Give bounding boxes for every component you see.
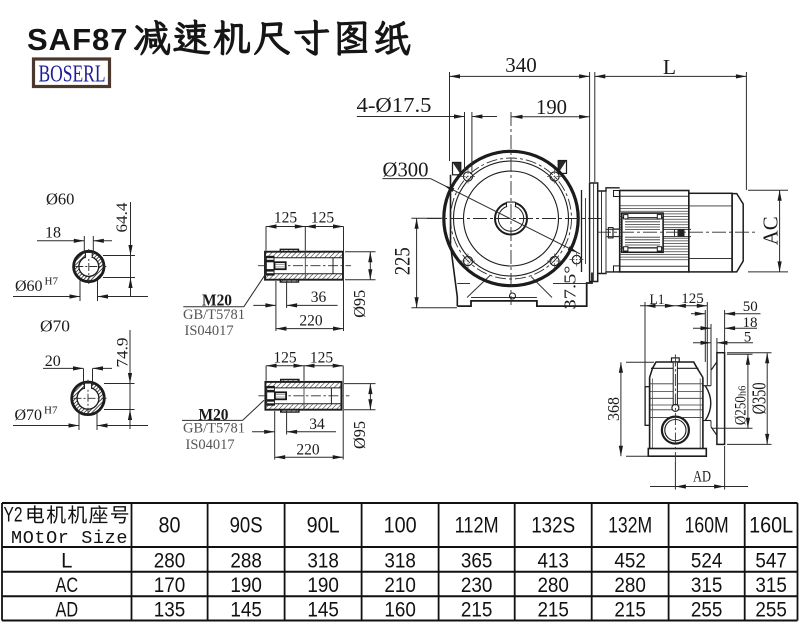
svg-text:135: 135 [154, 598, 186, 621]
svg-text:125: 125 [273, 349, 297, 366]
svg-text:Ø60: Ø60 [15, 278, 43, 295]
svg-text:SAF87: SAF87 [27, 22, 128, 57]
svg-text:170: 170 [154, 574, 186, 597]
svg-text:318: 318 [384, 550, 416, 573]
svg-text:h6: h6 [738, 386, 749, 397]
svg-text:H7: H7 [44, 405, 58, 417]
svg-text:280: 280 [614, 574, 646, 597]
svg-text:160L: 160L [749, 513, 793, 538]
svg-text:315: 315 [755, 574, 787, 597]
svg-text:315: 315 [691, 574, 723, 597]
svg-text:5: 5 [744, 329, 752, 345]
svg-text:L: L [663, 55, 676, 79]
svg-text:255: 255 [691, 598, 723, 621]
svg-text:100: 100 [384, 513, 417, 538]
svg-text:230: 230 [461, 574, 493, 597]
svg-text:288: 288 [230, 550, 262, 573]
svg-text:74.9: 74.9 [114, 338, 131, 368]
svg-text:Ø60: Ø60 [46, 190, 74, 209]
svg-text:132S: 132S [531, 513, 575, 538]
svg-text:50: 50 [743, 299, 758, 315]
svg-text:452: 452 [614, 550, 646, 573]
svg-text:145: 145 [230, 598, 262, 621]
svg-text:215: 215 [537, 598, 569, 621]
svg-text:190: 190 [230, 574, 262, 597]
svg-text:AC: AC [56, 574, 79, 597]
svg-text:AD: AD [56, 598, 79, 621]
svg-text:MOtOr Size: MOtOr Size [11, 528, 128, 549]
svg-text:225: 225 [389, 247, 414, 275]
svg-text:Y2: Y2 [4, 504, 23, 527]
svg-text:BOSERL: BOSERL [39, 62, 106, 88]
svg-text:90L: 90L [307, 513, 340, 538]
svg-text:215: 215 [461, 598, 493, 621]
svg-text:34: 34 [309, 416, 325, 433]
svg-text:Ø250: Ø250 [733, 396, 750, 425]
svg-text:37.5°: 37.5° [561, 266, 580, 310]
svg-text:125: 125 [274, 210, 298, 227]
svg-text:547: 547 [755, 550, 787, 573]
svg-text:145: 145 [307, 598, 339, 621]
svg-text:Ø95: Ø95 [350, 421, 369, 449]
svg-text:90S: 90S [230, 513, 263, 538]
svg-text:125: 125 [681, 291, 704, 307]
svg-text:80: 80 [159, 513, 181, 538]
svg-text:IS04017: IS04017 [185, 323, 234, 339]
svg-text:365: 365 [461, 550, 493, 573]
svg-text:340: 340 [505, 53, 537, 77]
svg-text:IS04017: IS04017 [186, 437, 235, 453]
svg-text:L: L [61, 550, 72, 573]
svg-text:280: 280 [154, 550, 186, 573]
svg-text:160M: 160M [685, 513, 729, 538]
svg-text:18: 18 [743, 315, 758, 331]
svg-text:GB/T5781: GB/T5781 [183, 307, 245, 323]
svg-text:280: 280 [537, 574, 569, 597]
svg-text:AD: AD [693, 469, 711, 486]
svg-text:AC: AC [758, 216, 782, 245]
svg-text:524: 524 [691, 550, 723, 573]
svg-text:220: 220 [299, 313, 323, 330]
svg-text:190: 190 [307, 574, 339, 597]
svg-text:190: 190 [536, 95, 567, 119]
svg-text:Ø350: Ø350 [750, 382, 771, 414]
svg-text:Ø95: Ø95 [350, 290, 369, 318]
svg-text:Ø300: Ø300 [383, 158, 429, 182]
svg-text:318: 318 [307, 550, 339, 573]
svg-text:H7: H7 [45, 276, 59, 288]
svg-text:210: 210 [384, 574, 416, 597]
svg-text:368: 368 [604, 397, 623, 421]
svg-text:M20: M20 [199, 405, 229, 424]
svg-text:20: 20 [45, 353, 61, 370]
svg-text:18: 18 [45, 225, 61, 242]
svg-text:413: 413 [537, 550, 569, 573]
svg-text:Ø70: Ø70 [15, 407, 43, 424]
svg-text:160: 160 [384, 598, 416, 621]
svg-text:215: 215 [614, 598, 646, 621]
svg-text:64.4: 64.4 [114, 203, 131, 233]
svg-text:M20: M20 [202, 291, 232, 310]
svg-text:GB/T5781: GB/T5781 [183, 421, 245, 437]
svg-text:36: 36 [311, 289, 327, 306]
svg-text:125: 125 [311, 210, 335, 227]
svg-text:220: 220 [296, 441, 320, 458]
svg-text:255: 255 [755, 598, 787, 621]
svg-text:132M: 132M [608, 513, 652, 538]
svg-text:L1: L1 [650, 292, 665, 308]
svg-text:125: 125 [310, 349, 334, 366]
svg-text:4-Ø17.5: 4-Ø17.5 [357, 93, 432, 117]
svg-text:112M: 112M [455, 513, 499, 538]
svg-text:Ø70: Ø70 [40, 317, 70, 336]
